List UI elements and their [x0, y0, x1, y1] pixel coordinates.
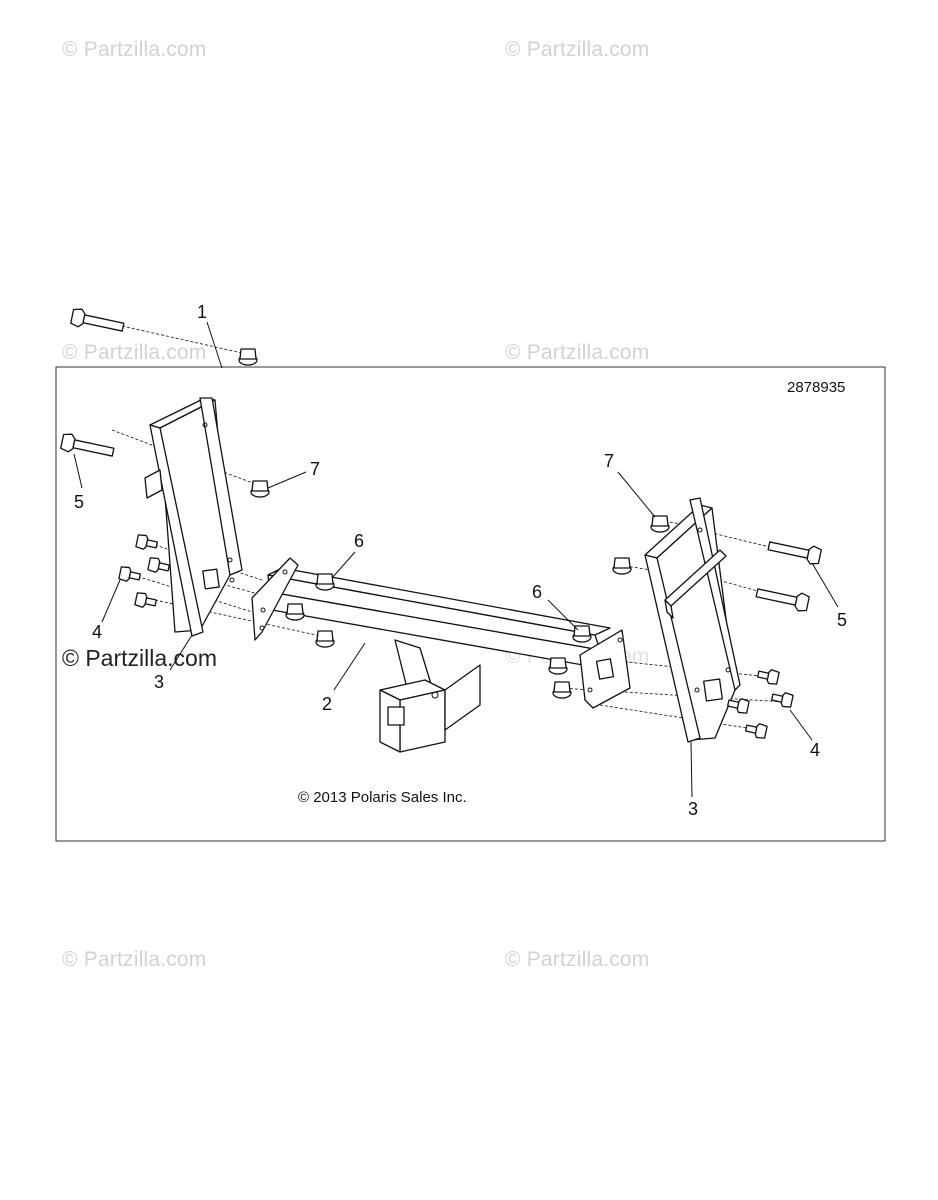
diagram-frame [55, 366, 886, 842]
callout-1: 1 [197, 302, 207, 322]
long-bolts [60, 308, 822, 612]
callout-7-left: 7 [310, 459, 320, 479]
callouts: 1 2 3 3 4 4 5 5 6 6 7 7 [74, 302, 847, 819]
watermark-top-right: © Partzilla.com [505, 38, 650, 61]
watermark-mid-right: © Partzilla.com [505, 341, 650, 364]
callout-3-right: 3 [688, 799, 698, 819]
hitch-cross-tube [251, 557, 631, 753]
callout-6-right: 6 [532, 582, 542, 602]
callout-2: 2 [322, 694, 332, 714]
callout-6-left: 6 [354, 531, 364, 551]
part-number: 2878935 [787, 379, 845, 396]
watermark-mid-left: © Partzilla.com [62, 341, 207, 364]
flange-nuts [238, 348, 670, 699]
callout-4-left: 4 [92, 622, 102, 642]
callout-3-left: 3 [154, 672, 164, 692]
left-mount-bracket [144, 397, 243, 637]
watermark-diagram-left: © Partzilla.com [62, 645, 217, 671]
right-mount-bracket [644, 497, 741, 743]
short-bolts [118, 534, 794, 739]
watermark-top-left: © Partzilla.com [62, 38, 207, 61]
leader-lines [73, 321, 839, 798]
callout-5-left: 5 [74, 492, 84, 512]
callout-7-right: 7 [604, 451, 614, 471]
watermark-bottom-right: © Partzilla.com [505, 948, 650, 971]
watermark-bottom-left: © Partzilla.com [62, 948, 207, 971]
callout-5-right: 5 [837, 610, 847, 630]
callout-4-right: 4 [810, 740, 820, 760]
copyright-text: © 2013 Polaris Sales Inc. [298, 789, 467, 806]
